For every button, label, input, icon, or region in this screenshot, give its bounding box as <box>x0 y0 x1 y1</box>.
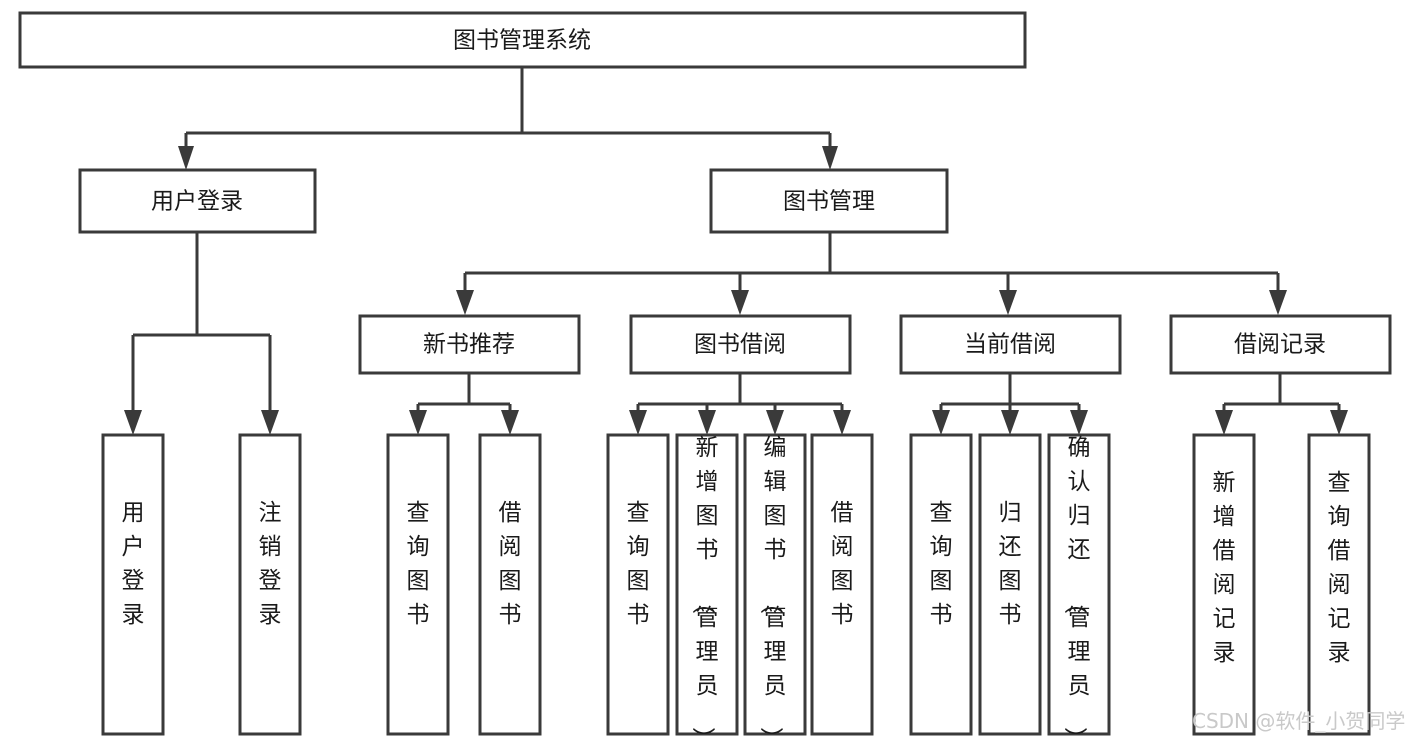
leaf-node-newbook-borrow-book-label: 借阅图书 <box>499 500 522 628</box>
arrow-head-currentborrow-leaf-1 <box>932 410 950 435</box>
leaf-node-user-login-label: 用户登录 <box>122 500 145 628</box>
leaf-node-current-query-book[interactable]: 查询图书 <box>909 433 973 736</box>
node-user-login-label: 用户登录 <box>151 189 243 215</box>
node-book-management-label: 图书管理 <box>783 189 875 215</box>
leaf-node-borrow-add-book[interactable]: 新增图书（管理员） <box>675 433 739 747</box>
leaf-node-borrow-add-book-label: 新增图书（管理员） <box>690 435 719 747</box>
leaf-node-current-confirm-return-label: 确认归还（管理员） <box>1062 435 1091 747</box>
leaf-node-newbook-query-book-label: 查询图书 <box>407 500 430 628</box>
arrow-head-bookborrow-leaf-2 <box>698 410 716 435</box>
node-book-borrow[interactable]: 图书借阅 <box>629 314 852 375</box>
arrow-head-current-borrow <box>999 290 1017 315</box>
node-current-borrow[interactable]: 当前借阅 <box>899 314 1122 375</box>
arrow-head-user-login <box>178 146 194 170</box>
arrow-head-book-borrow <box>731 290 749 315</box>
node-root-system[interactable]: 图书管理系统 <box>18 11 1027 69</box>
node-book-management[interactable]: 图书管理 <box>709 168 949 234</box>
leaf-node-current-confirm-return[interactable]: 确认归还（管理员） <box>1047 433 1111 747</box>
leaf-node-current-return-book-label: 归还图书 <box>999 500 1022 628</box>
node-borrow-record-label: 借阅记录 <box>1234 332 1326 358</box>
leaf-node-borrow-edit-book[interactable]: 编辑图书（管理员） <box>743 433 807 747</box>
arrow-head-borrow-record <box>1269 290 1287 315</box>
leaf-node-borrow-edit-book-label: 编辑图书（管理员） <box>758 435 787 747</box>
node-new-book-recommend-label: 新书推荐 <box>423 332 515 358</box>
leaf-node-borrow-query-book-label: 查询图书 <box>627 500 650 628</box>
node-book-borrow-label: 图书借阅 <box>694 332 786 358</box>
arrow-head-new-book-recommend <box>456 290 474 315</box>
arrow-head-borrowrecord-leaf-1 <box>1215 410 1233 435</box>
leaf-node-logout-label: 注销登录 <box>259 500 282 628</box>
arrow-head-bookborrow-leaf-3 <box>766 410 784 435</box>
arrow-head-leaf-user-login <box>124 410 142 435</box>
leaf-node-newbook-borrow-book[interactable]: 借阅图书 <box>478 433 542 736</box>
arrow-head-newbook-leaf-1 <box>409 410 427 435</box>
arrow-head-borrowrecord-leaf-2 <box>1330 410 1348 435</box>
leaf-node-newbook-query-book[interactable]: 查询图书 <box>386 433 450 736</box>
node-current-borrow-label: 当前借阅 <box>964 332 1056 358</box>
leaf-node-record-add[interactable]: 新增借阅记录 <box>1192 433 1256 736</box>
csdn-watermark: CSDN @软件_小贺同学 <box>1192 709 1405 733</box>
leaf-node-record-query[interactable]: 查询借阅记录 <box>1307 433 1371 736</box>
leaf-node-borrow-query-book[interactable]: 查询图书 <box>606 433 670 736</box>
arrow-head-newbook-leaf-2 <box>501 410 519 435</box>
leaf-node-borrow-borrow-book-label: 借阅图书 <box>831 500 854 628</box>
arrow-head-currentborrow-leaf-2 <box>1001 410 1019 435</box>
leaf-node-record-add-label: 新增借阅记录 <box>1213 470 1236 666</box>
leaf-node-current-query-book-label: 查询图书 <box>930 500 953 628</box>
leaf-node-user-login[interactable]: 用户登录 <box>101 433 165 736</box>
node-user-login[interactable]: 用户登录 <box>78 168 317 234</box>
arrow-head-bookborrow-leaf-1 <box>629 410 647 435</box>
node-root-label: 图书管理系统 <box>453 28 591 54</box>
node-borrow-record[interactable]: 借阅记录 <box>1169 314 1392 375</box>
arrow-head-leaf-logout <box>261 410 279 435</box>
leaf-node-current-return-book[interactable]: 归还图书 <box>978 433 1042 736</box>
leaf-node-logout[interactable]: 注销登录 <box>238 433 302 736</box>
connector-layer <box>124 67 1348 435</box>
node-new-book-recommend[interactable]: 新书推荐 <box>358 314 581 375</box>
leaf-node-record-query-label: 查询借阅记录 <box>1328 470 1351 666</box>
arrow-head-currentborrow-leaf-3 <box>1070 410 1088 435</box>
leaf-node-borrow-borrow-book[interactable]: 借阅图书 <box>810 433 874 736</box>
arrow-head-bookborrow-leaf-4 <box>833 410 851 435</box>
arrow-head-book-manage <box>822 146 838 170</box>
